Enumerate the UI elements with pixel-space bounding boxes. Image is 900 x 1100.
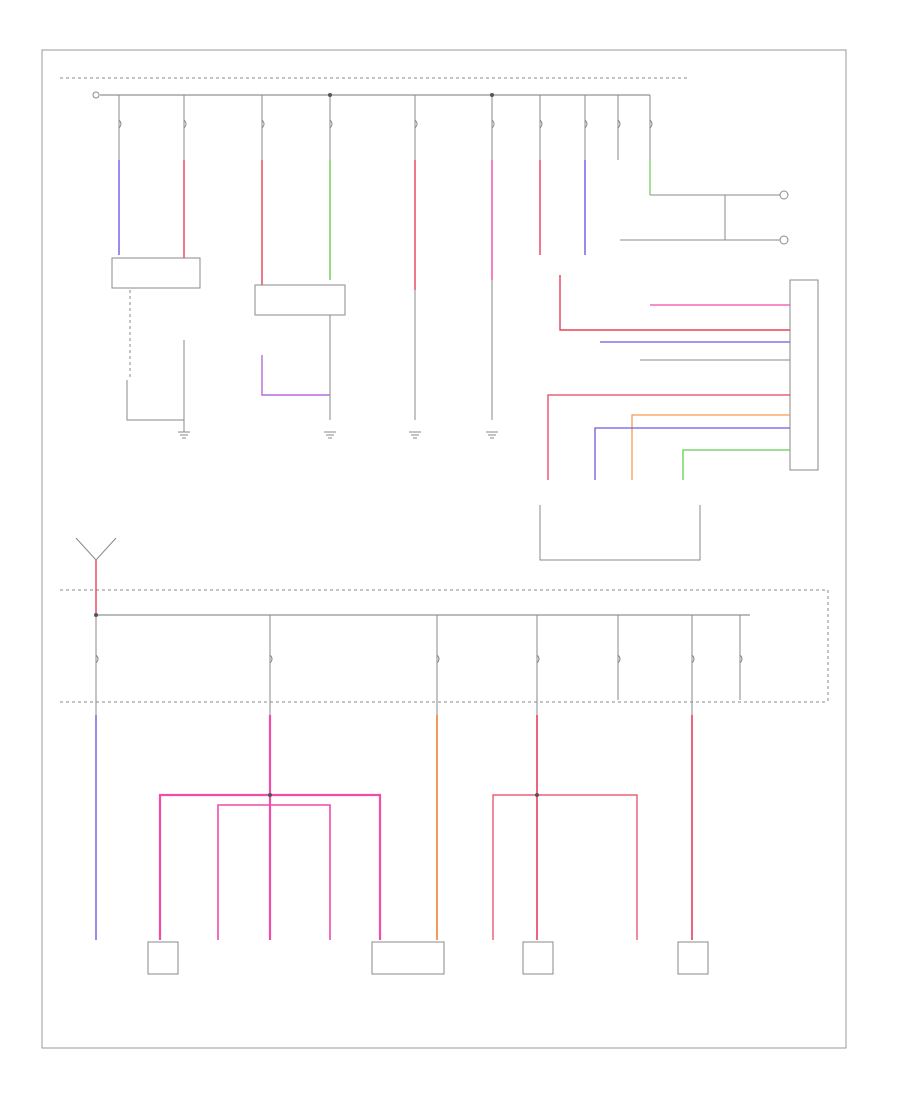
splice-dots <box>94 93 539 797</box>
wire-orange-1 <box>631 414 790 480</box>
wire-purple-1 <box>261 355 330 396</box>
top-fuse-symbols <box>118 119 653 129</box>
diagram-border <box>41 49 847 1049</box>
ground-4-symbol <box>486 431 498 439</box>
wire-green-3 <box>682 449 790 480</box>
bottom-fuse-drops <box>95 615 741 715</box>
bottom-fuse-symbols <box>95 654 743 664</box>
terminal-2 <box>779 235 789 245</box>
wire-red-5 <box>559 275 790 331</box>
wire-red-branch <box>492 794 638 940</box>
bottom-components <box>147 941 709 975</box>
module-1-ground-run <box>126 340 185 421</box>
terminal-1 <box>779 190 789 200</box>
sensor-loop <box>539 505 701 561</box>
ground-2-symbol <box>324 431 336 439</box>
right-connector <box>789 279 819 471</box>
top-bus-source <box>92 91 100 99</box>
wire-pink-branch-2 <box>217 804 331 940</box>
module-box-2 <box>254 284 346 316</box>
top-fuse-drops <box>118 95 651 175</box>
ground-1-symbol <box>178 431 190 439</box>
module-box-1 <box>111 257 201 289</box>
ground-3-symbol <box>409 431 421 439</box>
fusible-link <box>75 537 117 561</box>
wire-red-6 <box>547 394 790 480</box>
wire-blue-4 <box>594 427 790 480</box>
